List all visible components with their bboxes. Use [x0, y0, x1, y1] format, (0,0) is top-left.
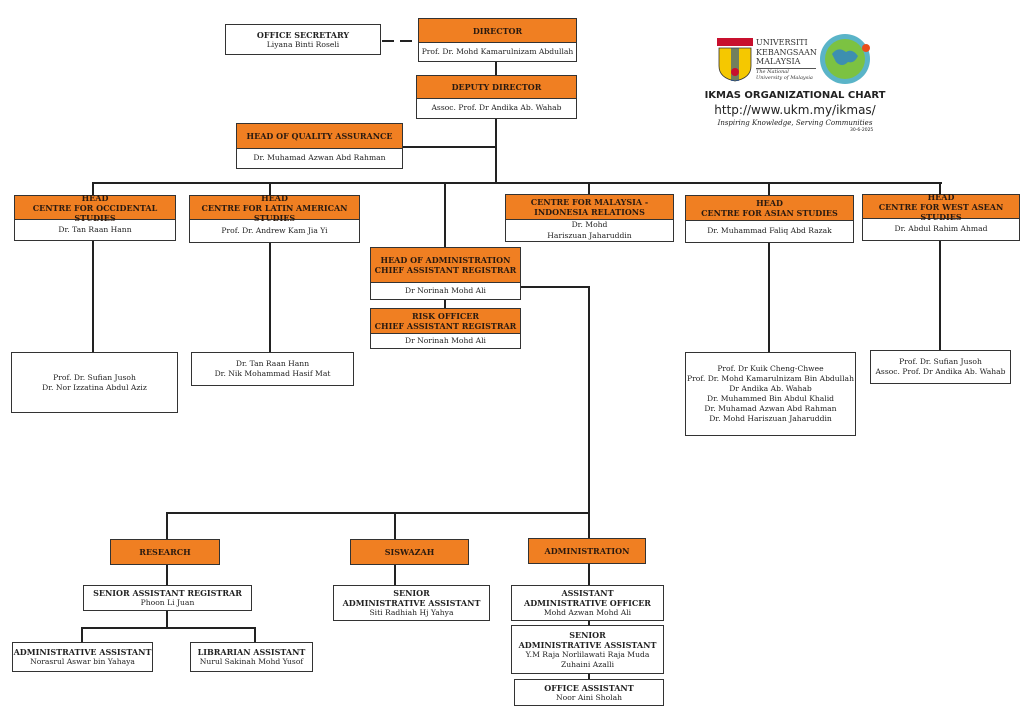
chart-title: IKMAS ORGANIZATIONAL CHART: [704, 90, 886, 101]
senior-assistant-registrar-box: SENIOR ASSISTANT REGISTRAR Phoon Li Juan: [83, 585, 252, 611]
office-secretary-box: OFFICE SECRETARY Liyana Binti Roseli: [225, 24, 381, 55]
librarian-assistant-box: LIBRARIAN ASSISTANT Nurul Sakinah Mohd Y…: [190, 642, 313, 672]
quality-assurance-box: HEAD OF QUALITY ASSURANCE Dr. Muhamad Az…: [236, 123, 403, 169]
asian-members-box: Prof. Dr Kuik Cheng-Chwee Prof. Dr. Mohd…: [685, 352, 856, 436]
website-link[interactable]: http://www.ukm.my/ikmas/: [714, 103, 876, 117]
office-assistant-box: OFFICE ASSISTANT Noor Aini Sholah: [514, 679, 664, 706]
ukm-wordmark: UNIVERSITI KEBANGSAAN MALAYSIA The Natio…: [756, 38, 817, 81]
deputy-director-box: DEPUTY DIRECTOR Assoc. Prof. Dr Andika A…: [416, 75, 577, 119]
centre-malaysia-indonesia-box: CENTRE FOR MALAYSIA -INDONESIA RELATIONS…: [505, 194, 674, 242]
tagline: Inspiring Knowledge, Serving Communities: [717, 119, 873, 127]
assistant-admin-officer-box: ASSISTANT ADMINISTRATIVE OFFICER Mohd Az…: [511, 585, 664, 621]
header-logo-area: UNIVERSITI KEBANGSAAN MALAYSIA The Natio…: [700, 30, 900, 140]
research-unit-label: RESEARCH: [110, 539, 220, 565]
administrative-assistant-box: ADMINISTRATIVE ASSISTANT Norasrul Aswar …: [12, 642, 153, 672]
director-box: DIRECTOR Prof. Dr. Mohd Kamarulnizam Abd…: [418, 18, 577, 62]
siswazah-senior-admin-assistant-box: SENIOR ADMINISTRATIVE ASSISTANT Siti Rad…: [333, 585, 490, 621]
administration-unit-label: ADMINISTRATION: [528, 538, 646, 564]
ikmas-globe-logo: [820, 34, 870, 84]
siswazah-unit-label: SISWAZAH: [350, 539, 469, 565]
chart-date: 30-6-2025: [850, 128, 874, 133]
occidental-members-box: Prof. Dr. Sufian Jusoh Dr. Nor Izzatina …: [11, 352, 178, 413]
latin-american-members-box: Dr. Tan Raan Hann Dr. Nik Mohammad Hasif…: [191, 352, 354, 386]
admin-senior-admin-assistant-box: SENIOR ADMINISTRATIVE ASSISTANT Y.M Raja…: [511, 625, 664, 674]
ukm-crest-logo: [717, 38, 753, 82]
west-asean-members-box: Prof. Dr. Sufian Jusoh Assoc. Prof. Dr A…: [870, 350, 1011, 384]
